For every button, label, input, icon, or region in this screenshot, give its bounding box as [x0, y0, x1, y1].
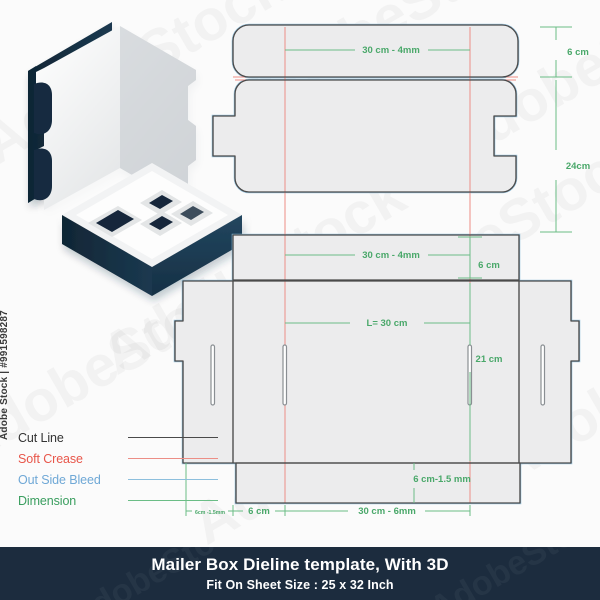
insert-slot-a-inner	[149, 195, 173, 209]
insert-slot-long-inner	[96, 210, 134, 232]
legend-swatch-out-side-bleed	[128, 479, 218, 480]
dimension-label-mid-width: 30 cm - 4mm	[362, 250, 420, 261]
dimension-label-bottom-width: 30 cm - 6mm	[358, 506, 416, 517]
legend-label-soft-crease: Soft Crease	[18, 451, 83, 466]
legend-swatch-dimension	[128, 500, 218, 501]
dimension-label-bottom-left-tab: 6cm -1.5mm	[195, 510, 225, 516]
stock-credit: Adobe Stock | #991598287	[0, 310, 10, 440]
slot-left-inner	[282, 344, 288, 406]
box-3d-illustration	[28, 22, 242, 296]
box-tray-floor	[76, 171, 228, 259]
box-notch-lower	[34, 148, 52, 201]
dimension-label-length: L= 30 cm	[367, 318, 408, 329]
box-base-right-face	[152, 215, 242, 296]
dimension-label-depth: 21 cm	[476, 354, 503, 365]
insert-slot-c-inner	[180, 206, 204, 220]
legend-label-cut-line: Cut Line	[18, 430, 64, 445]
legend: Cut Line Soft Crease Out Side Bleed Dime…	[18, 427, 218, 511]
legend-swatch-soft-crease	[128, 458, 218, 459]
dimension-label-bottom-side: 6 cm	[248, 506, 270, 517]
cut-lines	[174, 24, 580, 504]
legend-item-soft-crease: Soft Crease	[18, 448, 218, 469]
dimension-labels: 30 cm - 4mm 6 cm 24cm 30 cm - 4mm 6 cm L…	[195, 45, 590, 517]
footer-subtitle: Fit On Sheet Size : 25 x 32 Inch	[206, 578, 394, 592]
insert-slot-b-inner	[149, 216, 173, 230]
legend-item-cut-line: Cut Line	[18, 427, 218, 448]
dimension-label-mid-flap-height: 6 cm	[478, 260, 500, 271]
panel-fills	[175, 25, 579, 503]
box-notch-upper	[34, 82, 52, 135]
legend-item-out-side-bleed: Out Side Bleed	[18, 469, 218, 490]
legend-label-dimension: Dimension	[18, 493, 77, 508]
dimension-label-body-height: 24cm	[566, 161, 590, 172]
legend-item-dimension: Dimension	[18, 490, 218, 511]
slot-left-outer	[210, 344, 216, 406]
legend-label-out-side-bleed: Out Side Bleed	[18, 472, 101, 487]
slot-right-outer	[540, 344, 546, 406]
dimension-label-top-width: 30 cm - 4mm	[362, 45, 420, 56]
box-lid-shade	[120, 26, 196, 212]
dimension-label-top-right-height: 6 cm	[567, 47, 589, 58]
legend-swatch-cut-line	[128, 437, 218, 438]
box-base-left-face	[62, 215, 152, 296]
dieline-flat: 30 cm - 4mm 6 cm 24cm 30 cm - 4mm 6 cm L…	[173, 23, 590, 517]
footer-title: Mailer Box Dieline template, With 3D	[151, 555, 449, 574]
dimension-lines	[185, 26, 572, 516]
locking-slots	[210, 344, 546, 406]
dimension-label-bottom-flap: 6 cm-1.5 mm	[413, 474, 471, 485]
